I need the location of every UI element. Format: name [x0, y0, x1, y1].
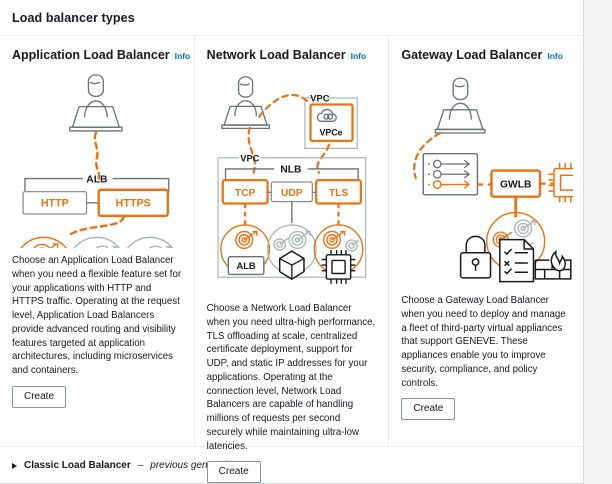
- svg-text:TCP: TCP: [235, 188, 256, 199]
- column-title-nlb: Network Load Balancer: [206, 48, 346, 62]
- route-table-icon: [422, 153, 479, 196]
- vpc-main-label: VPC: [240, 153, 259, 163]
- panel-header: Load balancer types: [0, 0, 583, 36]
- load-balancer-types-panel: Load balancer types Application Load Bal…: [0, 0, 584, 484]
- column-header-nlb: Network Load Balancer Info: [207, 48, 379, 62]
- svg-text:TLS: TLS: [328, 188, 348, 199]
- target-group-lambda: [20, 236, 67, 248]
- alb-bracket-right: [112, 177, 170, 194]
- ec2-chip-icon: [548, 163, 574, 203]
- flow-vpce-to-tls: [316, 143, 330, 174]
- vpc-top-label: VPC: [310, 94, 329, 104]
- listener-box-https: [97, 188, 170, 218]
- page-title: Load balancer types: [12, 10, 135, 25]
- svg-text:UDP: UDP: [281, 188, 303, 199]
- target-group-ec2: [126, 236, 174, 248]
- lock-icon: [460, 235, 492, 279]
- create-button-gwlb[interactable]: Create: [401, 398, 456, 421]
- vpc-main-box: VPC: [217, 153, 366, 278]
- svg-text:HTTPS: HTTPS: [116, 198, 151, 210]
- vpce-label: VPCe: [319, 127, 342, 137]
- diagram-gwlb: GWLB: [399, 68, 574, 288]
- svg-text:HTTP: HTTP: [41, 198, 69, 210]
- classic-load-balancer-sublabel: previous generation: [150, 460, 239, 471]
- description-gwlb: Choose a Gateway Load Balancer when you …: [401, 295, 566, 389]
- column-gateway-load-balancer: Gateway Load Balancer Info: [388, 36, 583, 446]
- info-link-gwlb[interactable]: Info: [547, 51, 563, 61]
- target-group-container: [73, 236, 121, 248]
- info-link-nlb[interactable]: Info: [350, 51, 367, 61]
- user-laptop-icon: [435, 77, 486, 134]
- classic-load-balancer-separator: –: [137, 460, 144, 471]
- column-header-gwlb: Gateway Load Balancer Info: [401, 48, 573, 62]
- classic-load-balancer-disclosure[interactable]: Classic Load Balancer – previous generat…: [12, 460, 238, 471]
- alb-bracket-left: [24, 177, 83, 194]
- column-application-load-balancer: Application Load Balancer Info: [0, 36, 194, 446]
- column-title-alb: Application Load Balancer: [12, 48, 170, 62]
- diagram-alb: ALB HTTP HTTPS: [10, 68, 184, 248]
- target-group-container: [266, 224, 317, 280]
- checklist-icon: [499, 238, 535, 283]
- target-group-ec2: [313, 224, 364, 284]
- column-network-load-balancer: Network Load Balancer Info: [193, 36, 389, 484]
- diagram-nlb: VPC VPCe VPC: [205, 68, 379, 296]
- column-title-gwlb: Gateway Load Balancer: [401, 48, 543, 62]
- info-link-alb[interactable]: Info: [174, 51, 191, 61]
- create-button-alb[interactable]: Create: [12, 385, 67, 408]
- create-button-nlb[interactable]: Create: [206, 461, 261, 484]
- gwlb-label: GWLB: [500, 179, 531, 190]
- user-laptop-icon: [69, 74, 123, 132]
- target-group-alb-box: ALB: [219, 224, 270, 276]
- vpc-top-box: VPC: [303, 94, 358, 149]
- user-laptop-icon: [220, 76, 270, 130]
- firewall-icon: [534, 249, 572, 280]
- cloud-icon: [316, 108, 337, 122]
- flow-https-to-target: [68, 215, 126, 236]
- flow-client-to-https: [93, 131, 101, 180]
- flow-client-to-vpce: [257, 93, 311, 118]
- target-alb-label: ALB: [236, 261, 255, 271]
- description-alb: Choose an Application Load Balancer when…: [12, 255, 182, 377]
- flow-client-to-tcp: [247, 126, 256, 174]
- description-nlb: Choose a Network Load Balancer when you …: [206, 303, 376, 452]
- alb-label: ALB: [86, 174, 107, 185]
- classic-load-balancer-label: Classic Load Balancer: [24, 460, 131, 471]
- panel-footer: Classic Load Balancer – previous generat…: [0, 446, 583, 484]
- nlb-label: NLB: [280, 165, 301, 176]
- flow-client-to-route-table: [413, 132, 442, 180]
- column-header-alb: Application Load Balancer Info: [12, 48, 190, 62]
- chevron-right-icon: [12, 462, 17, 469]
- load-balancer-type-columns: Application Load Balancer Info: [0, 36, 583, 484]
